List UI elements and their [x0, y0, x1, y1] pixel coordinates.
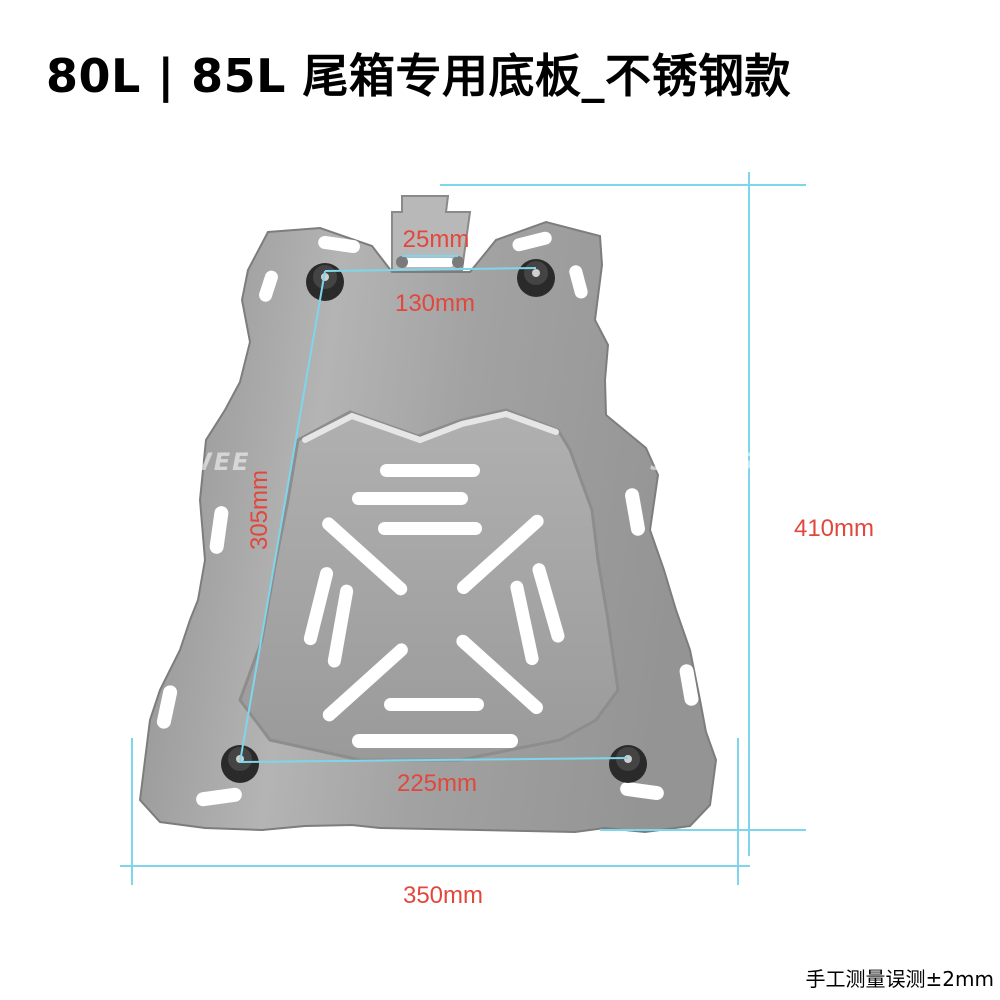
- center-slot: [303, 567, 334, 646]
- center-slot: [380, 464, 480, 477]
- center-slots: [303, 464, 565, 748]
- center-slot: [322, 643, 408, 722]
- dim-line-130: [324, 267, 537, 272]
- bracket-bolt: [396, 256, 408, 268]
- center-slot: [322, 517, 408, 596]
- dimension-lines: [120, 172, 806, 885]
- edge-slots: [156, 231, 699, 807]
- mount-bumper: [306, 263, 344, 301]
- watermark: SWEE: [650, 448, 735, 476]
- center-slot: [352, 734, 518, 748]
- bracket-width-label: 25mm: [402, 226, 470, 253]
- raised-center-panel: [238, 408, 620, 762]
- center-slot: [532, 563, 565, 643]
- center-slot: [384, 698, 484, 711]
- edge-slot: [569, 265, 588, 299]
- center-slot: [457, 514, 544, 594]
- dim-line-305: [239, 270, 326, 763]
- mount-bumpers: [221, 259, 647, 783]
- total-width-label: 350mm: [402, 882, 484, 909]
- center-slot: [327, 584, 354, 668]
- edge-slot: [196, 787, 242, 807]
- edge-slot: [512, 231, 552, 252]
- measurement-tolerance-note: 手工测量误测±2mm: [805, 967, 994, 991]
- edge-slot: [156, 685, 178, 729]
- edge-slot: [209, 506, 229, 554]
- mount-bumper: [609, 745, 647, 783]
- edge-slot: [625, 488, 645, 536]
- bottom-mount-spacing-label: 225mm: [396, 770, 478, 797]
- edge-slot: [679, 664, 699, 706]
- bracket-bolt: [452, 256, 464, 268]
- mount-bumper: [221, 745, 259, 783]
- watermark: SWEE: [80, 448, 165, 476]
- edge-slot: [318, 235, 360, 254]
- center-slot: [352, 492, 468, 505]
- top-mount-spacing-label: 130mm: [394, 290, 476, 317]
- watermark: SWEE: [166, 448, 251, 476]
- dim-line-225: [239, 757, 629, 763]
- edge-slot: [259, 270, 278, 302]
- bracket-slot: [404, 258, 454, 267]
- watermark: SWEE: [0, 448, 79, 476]
- side-mount-spacing-label: 305mm: [246, 469, 273, 551]
- center-slot: [456, 634, 543, 714]
- total-height-label: 410mm: [793, 515, 875, 542]
- mount-bumper: [517, 259, 555, 297]
- center-slot: [510, 580, 539, 666]
- page-title: 80L | 85L 尾箱专用底板_不锈钢款: [46, 49, 791, 103]
- watermark: SWEE: [736, 448, 821, 476]
- watermark: SWEE: [908, 448, 993, 476]
- center-slot: [378, 522, 482, 535]
- watermark: SWEE: [822, 448, 907, 476]
- edge-slot: [620, 781, 664, 801]
